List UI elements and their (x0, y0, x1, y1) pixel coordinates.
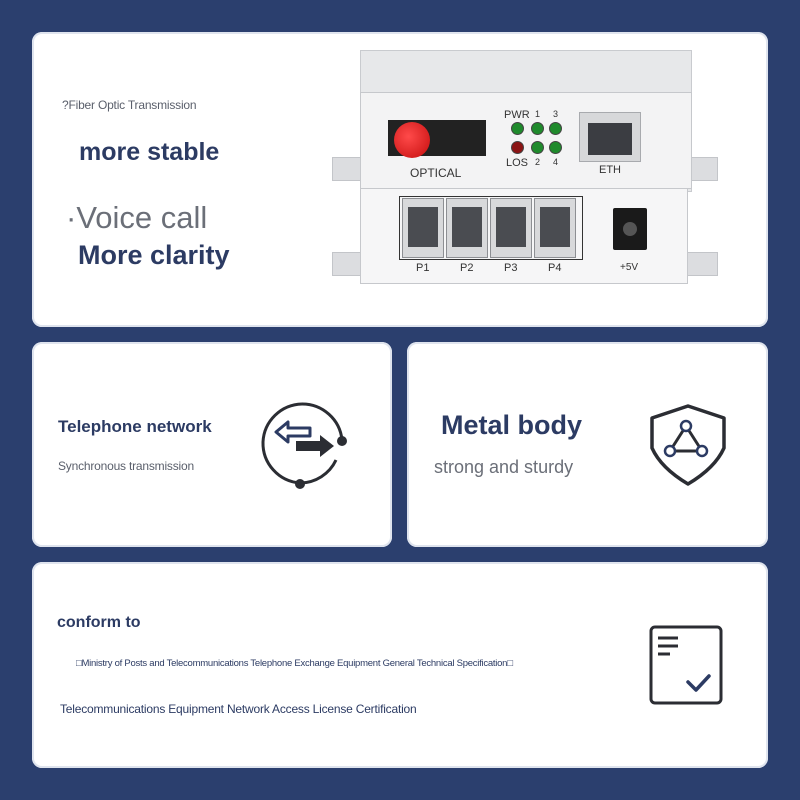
strong-sturdy-text: strong and sturdy (434, 457, 574, 477)
port-label-p4: P4 (548, 262, 562, 274)
rj11-port-p3 (490, 198, 532, 258)
optical-label: OPTICAL (410, 166, 462, 180)
feature-card-metal: Metal body strong and sturdy (407, 342, 768, 547)
port-label-p2: P2 (460, 262, 474, 274)
rj11-port-p4 (534, 198, 576, 258)
rj11-port-p1 (402, 198, 444, 258)
ethernet-port (579, 112, 641, 162)
fiber-optic-text: ?Fiber Optic Transmission (62, 98, 197, 112)
port-label-p3: P3 (504, 262, 518, 274)
eth-label: ETH (599, 164, 621, 176)
los-led (511, 141, 524, 154)
led-number: 1 (535, 109, 541, 119)
led-1 (531, 122, 544, 135)
led-number: 3 (553, 109, 559, 119)
mount-fin (686, 252, 718, 276)
document-check-icon (649, 625, 723, 705)
fiber-telephone-converter-image: OPTICAL PWR 1 3 LOS 2 4 ETH P1 P2 P3 P4 … (330, 42, 720, 287)
mount-fin (332, 252, 364, 276)
power-jack (613, 208, 647, 250)
led-4 (549, 141, 562, 154)
shield-triangle-icon (650, 404, 726, 486)
feature-card-telephone: Telephone network Synchronous transmissi… (32, 342, 392, 547)
voice-call-text: ·Voice call (66, 200, 208, 235)
synchronous-transmission-text: Synchronous transmission (58, 459, 194, 473)
led-number: 2 (535, 157, 541, 167)
conform-to-heading: conform to (57, 614, 141, 631)
los-label: LOS (506, 157, 529, 169)
optical-dust-cap (394, 122, 430, 158)
sync-transfer-icon (261, 402, 347, 489)
network-license-text: Telecommunications Equipment Network Acc… (60, 702, 417, 716)
more-stable-text: more stable (79, 138, 220, 166)
led-number: 4 (553, 157, 559, 167)
led-3 (549, 122, 562, 135)
metal-body-title: Metal body (441, 410, 583, 440)
mount-fin (332, 157, 364, 181)
telephone-network-title: Telephone network (58, 417, 212, 436)
port-label-p1: P1 (416, 262, 430, 274)
more-clarity-text: More clarity (78, 240, 230, 270)
rj11-port-frame (399, 196, 583, 260)
led-2 (531, 141, 544, 154)
compliance-card: conform to □Ministry of Posts and Teleco… (32, 562, 768, 768)
pwr-led (511, 122, 524, 135)
pwr-label: PWR (504, 109, 530, 121)
rj11-port-p2 (446, 198, 488, 258)
ministry-spec-text: □Ministry of Posts and Telecommunication… (76, 658, 513, 669)
power-label: +5V (620, 262, 639, 273)
